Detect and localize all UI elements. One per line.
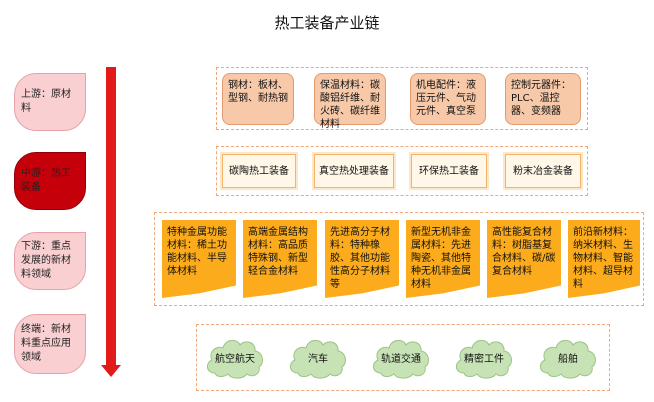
stage-midstream: 中游：热工装备 <box>14 152 86 210</box>
terminal-group <box>196 324 610 391</box>
downstream-box-special-metal: 特种金属功能材料：稀土功能材料、半导体材料 <box>162 220 236 298</box>
upstream-box-electromechanical: 机电配件：液压元件、气动元件、真空泵 <box>410 73 486 125</box>
upstream-box-control: 控制元器件：PLC、温控器、变频器 <box>505 73 581 125</box>
terminal-cloud-rail: 轨道交通 <box>369 333 433 381</box>
midstream-box-vacuum: 真空热处理装备 <box>314 154 394 188</box>
terminal-label-ship: 船舶 <box>558 353 578 365</box>
terminal-cloud-aerospace: 航空航天 <box>203 333 267 381</box>
terminal-label-rail: 轨道交通 <box>381 353 421 365</box>
midstream-box-powder: 粉末冶金装备 <box>505 154 581 188</box>
flow-arrow-shaft <box>106 67 116 367</box>
upstream-box-steel: 钢材：板材、型钢、耐热钢 <box>222 73 294 125</box>
terminal-cloud-ship: 船舶 <box>536 333 600 381</box>
stage-downstream: 下游：重点发展的新材料领域 <box>14 232 86 290</box>
downstream-box-frontier: 前沿新材料：纳米材料、生物材料、智能材料、超导材料 <box>568 220 640 298</box>
downstream-group <box>154 212 644 306</box>
terminal-cloud-auto: 汽车 <box>286 333 350 381</box>
downstream-box-polymer: 先进高分子材料：特种橡胶、其他功能性高分子材料等 <box>325 220 399 298</box>
flow-arrow-head <box>101 365 121 377</box>
terminal-label-aerospace: 航空航天 <box>215 353 255 365</box>
terminal-label-auto: 汽车 <box>308 353 328 365</box>
stage-terminal: 终端：新材料重点应用领域 <box>14 314 86 374</box>
terminal-label-precision: 精密工件 <box>464 353 504 365</box>
downstream-box-structural-metal: 高端金属结构材料：高品质特殊钢、新型轻合金材料 <box>243 220 317 298</box>
diagram-title: 热工装备产业链 <box>274 14 380 32</box>
downstream-box-composite: 高性能复合材料：树脂基复合材料、碳/碳复合材料 <box>487 220 561 298</box>
upstream-box-insulation: 保温材料：碳酸铝纤维、耐火砖、碳纤维材料 <box>314 73 386 130</box>
midstream-group <box>216 146 588 196</box>
midstream-box-carbon-ceramic: 碳陶热工装备 <box>222 154 296 188</box>
stage-upstream: 上游：原材料 <box>14 73 86 131</box>
midstream-box-environmental: 环保热工装备 <box>411 154 487 188</box>
downstream-box-inorganic: 新型无机非金属材料：先进陶瓷、其他特种无机非金属材料 <box>406 220 480 298</box>
terminal-cloud-precision: 精密工件 <box>452 333 516 381</box>
upstream-group <box>216 67 588 130</box>
